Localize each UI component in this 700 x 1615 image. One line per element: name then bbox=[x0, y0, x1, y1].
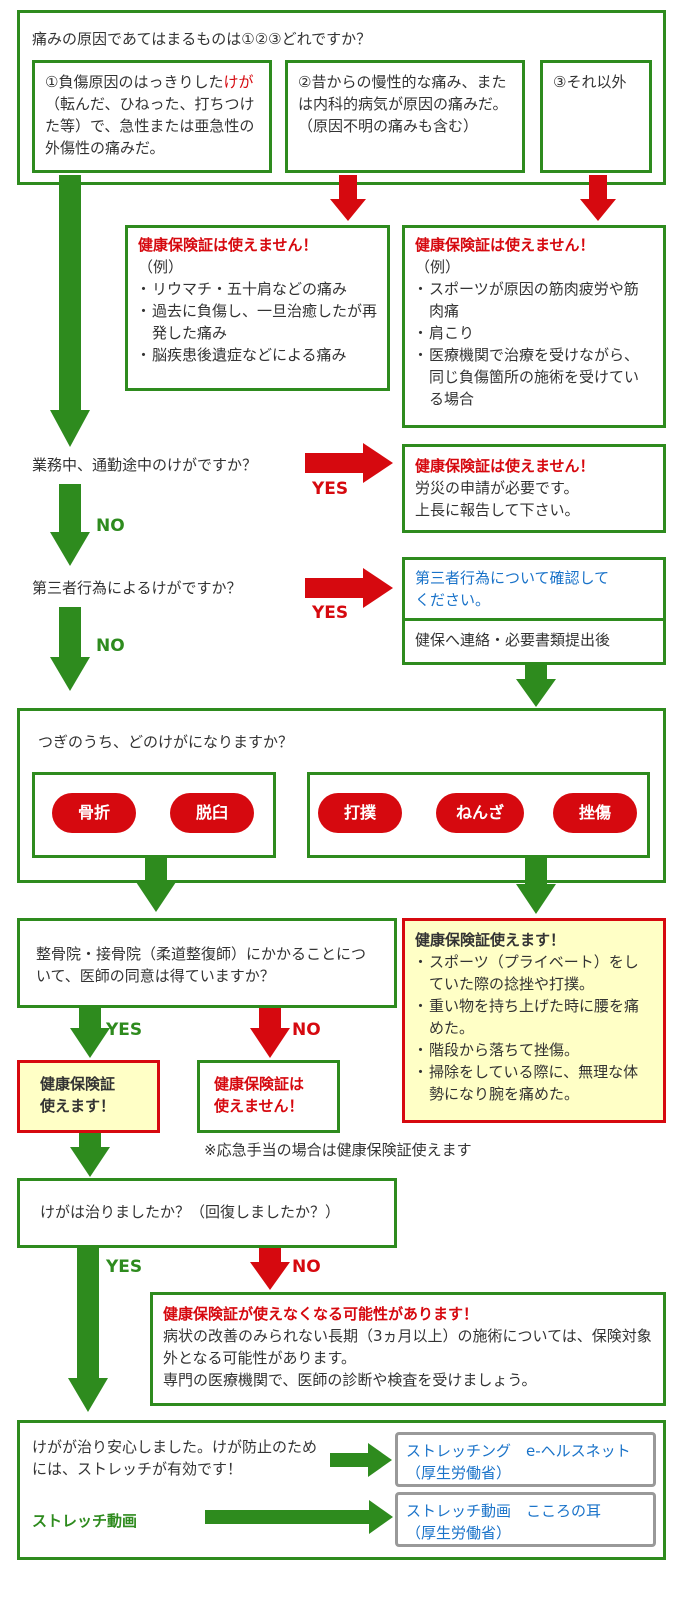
not-covered-box-a: 健康保険証は使えません！ （例） リウマチ・五十肩などの痛み 過去に負傷し、一旦… bbox=[125, 225, 390, 391]
final-text: けがが治り安心しました。けが防止のためには、ストレッチが有効です！ bbox=[32, 1438, 318, 1478]
q2-question: 業務中、通勤途中のけがですか？ bbox=[32, 456, 258, 474]
q1-option-2: ②昔からの慢性的な痛み、または内科的病気が原因の痛みだ。（原因不明の痛みも含む） bbox=[285, 60, 525, 173]
covered-box: 健康保険証使えます！ スポーツ（プライベート）をしていた際の捻挫や打撲。 重い物… bbox=[402, 918, 666, 1123]
arrow-down-q1-to-q2 bbox=[50, 175, 90, 447]
not-covered-b-example: （例） bbox=[415, 258, 461, 276]
stretching-link[interactable]: ストレッチング e-ヘルスネット （厚生労働省） bbox=[395, 1432, 656, 1487]
q4-question: つぎのうち、どのけがになりますか？ bbox=[38, 733, 294, 751]
not-covered-b-item: 医療機関で治療を受けながら、同じ負傷箇所の施術を受けている場合 bbox=[413, 344, 653, 410]
q5-question: 整骨院・接骨院（柔道整復師）にかかることについて、医師の同意は得ていますか？ bbox=[36, 945, 367, 985]
stretch-video-link[interactable]: ストレッチ動画 こころの耳 （厚生労働省） bbox=[395, 1492, 656, 1547]
third-party-confirm: 第三者行為について確認して ください。 bbox=[415, 569, 610, 609]
q3-question: 第三者行為によるけがですか？ bbox=[32, 579, 242, 597]
arrow-right-q2-yes bbox=[305, 443, 393, 483]
q1-question: 痛みの原因であてはまるものは①②③どれですか？ bbox=[32, 30, 372, 48]
arrow-down-group2 bbox=[516, 858, 556, 914]
not-covered-b-item: スポーツが原因の筋肉疲労や筋肉痛 bbox=[413, 278, 653, 322]
arrow-down-q5-yes bbox=[70, 1008, 110, 1058]
covered-item: 重い物を持ち上げた時に腰を痛めた。 bbox=[413, 995, 653, 1039]
q1-option-1-post: （転んだ、ひねった、打ちつけた等）で、急性または亜急性の外傷性の痛みだ。 bbox=[45, 95, 255, 157]
q5-no-box: 健康保険証は 使えません！ bbox=[197, 1060, 340, 1133]
q3-no-label: NO bbox=[96, 636, 125, 656]
stretch-video-label: ストレッチ動画 bbox=[32, 1512, 138, 1530]
arrow-right-q3-yes bbox=[305, 568, 393, 608]
not-covered-a-item: 過去に負傷し、一旦治癒したが再発した痛み bbox=[136, 300, 377, 344]
not-covered-a-example: （例） bbox=[138, 258, 184, 276]
q5-yes-label: YES bbox=[106, 1020, 143, 1040]
arrow-down-q5-box bbox=[70, 1133, 110, 1177]
arrow-down-q6-yes bbox=[68, 1248, 108, 1412]
covered-title: 健康保険証使えます！ bbox=[415, 931, 566, 949]
q2-no-label: NO bbox=[96, 516, 125, 536]
not-covered-a-title: 健康保険証は使えません！ bbox=[138, 236, 318, 254]
arrow-down-group1 bbox=[136, 858, 176, 912]
work-injury-title: 健康保険証は使えません！ bbox=[415, 457, 595, 475]
not-covered-a-item: リウマチ・五十肩などの痛み bbox=[136, 278, 377, 300]
arrow-right-final-1 bbox=[330, 1443, 392, 1477]
stretching-link-text[interactable]: ストレッチング e-ヘルスネット （厚生労働省） bbox=[406, 1442, 631, 1482]
covered-item: 掃除をしている際に、無理な体勢になり腕を痛めた。 bbox=[413, 1061, 653, 1105]
q1-option-1-injury: けが bbox=[223, 73, 254, 91]
not-covered-b-item: 肩こり bbox=[413, 322, 653, 344]
q5-emergency-note: ※応急手当の場合は健康保険証使えます bbox=[204, 1141, 472, 1159]
not-covered-box-b: 健康保険証は使えません！ （例） スポーツが原因の筋肉疲労や筋肉痛 肩こり 医療… bbox=[402, 225, 666, 428]
injury-fracture[interactable]: 骨折 bbox=[52, 793, 136, 833]
arrow-down-opt2 bbox=[330, 175, 366, 221]
stretch-video-link-text[interactable]: ストレッチ動画 こころの耳 （厚生労働省） bbox=[406, 1502, 602, 1542]
q6-no-label: NO bbox=[292, 1257, 321, 1277]
q6-warning-body: 病状の改善のみられない長期（3ヵ月以上）の施術については、保険対象外となる可能性… bbox=[163, 1327, 652, 1389]
third-party-submit: 健保へ連絡・必要書類提出後 bbox=[415, 631, 611, 649]
third-party-box: 第三者行為について確認して ください。 健保へ連絡・必要書類提出後 bbox=[402, 557, 666, 665]
work-injury-body: 労災の申請が必要です。 上長に報告して下さい。 bbox=[415, 479, 580, 519]
q6-warning-box: 健康保険証が使えなくなる可能性があります！ 病状の改善のみられない長期（3ヵ月以… bbox=[150, 1292, 666, 1406]
not-covered-a-item: 脳疾患後遺症などによる痛み bbox=[136, 344, 377, 366]
q5-box: 整骨院・接骨院（柔道整復師）にかかることについて、医師の同意は得ていますか？ bbox=[17, 918, 397, 1008]
arrow-down-q2-no bbox=[50, 484, 90, 566]
not-covered-b-title: 健康保険証は使えません！ bbox=[415, 236, 595, 254]
arrow-right-final-2 bbox=[205, 1500, 393, 1534]
q1-option-1: ①負傷原因のはっきりしたけが （転んだ、ひねった、打ちつけた等）で、急性または亜急… bbox=[32, 60, 272, 173]
arrow-down-q3-no bbox=[50, 607, 90, 691]
q6-yes-label: YES bbox=[106, 1257, 143, 1277]
arrow-down-q5-no bbox=[250, 1008, 290, 1058]
q3-yes-label: YES bbox=[312, 603, 349, 623]
covered-item: 階段から落ちて挫傷。 bbox=[413, 1039, 653, 1061]
q6-question: けがは治りましたか？（回復しましたか？） bbox=[40, 1203, 341, 1221]
injury-sprain[interactable]: ねんざ bbox=[436, 793, 524, 833]
injury-contusion[interactable]: 挫傷 bbox=[553, 793, 637, 833]
covered-item: スポーツ（プライベート）をしていた際の捻挫や打撲。 bbox=[413, 951, 653, 995]
arrow-down-third-party bbox=[516, 665, 556, 707]
q6-box: けがは治りましたか？（回復しましたか？） bbox=[17, 1178, 397, 1248]
arrow-down-opt3 bbox=[580, 175, 616, 221]
q1-option-3: ③それ以外 bbox=[540, 60, 652, 173]
arrow-down-q6-no bbox=[250, 1248, 290, 1290]
q6-warning-title: 健康保険証が使えなくなる可能性があります！ bbox=[163, 1305, 479, 1323]
injury-dislocation[interactable]: 脱臼 bbox=[170, 793, 254, 833]
q2-yes-label: YES bbox=[312, 479, 349, 499]
q5-yes-box: 健康保険証 使えます！ bbox=[17, 1060, 160, 1133]
injury-bruise[interactable]: 打撲 bbox=[318, 793, 402, 833]
work-injury-box: 健康保険証は使えません！ 労災の申請が必要です。 上長に報告して下さい。 bbox=[402, 444, 666, 533]
q1-option-1-pre: ①負傷原因のはっきりした bbox=[45, 73, 224, 91]
q5-no-label: NO bbox=[292, 1020, 321, 1040]
